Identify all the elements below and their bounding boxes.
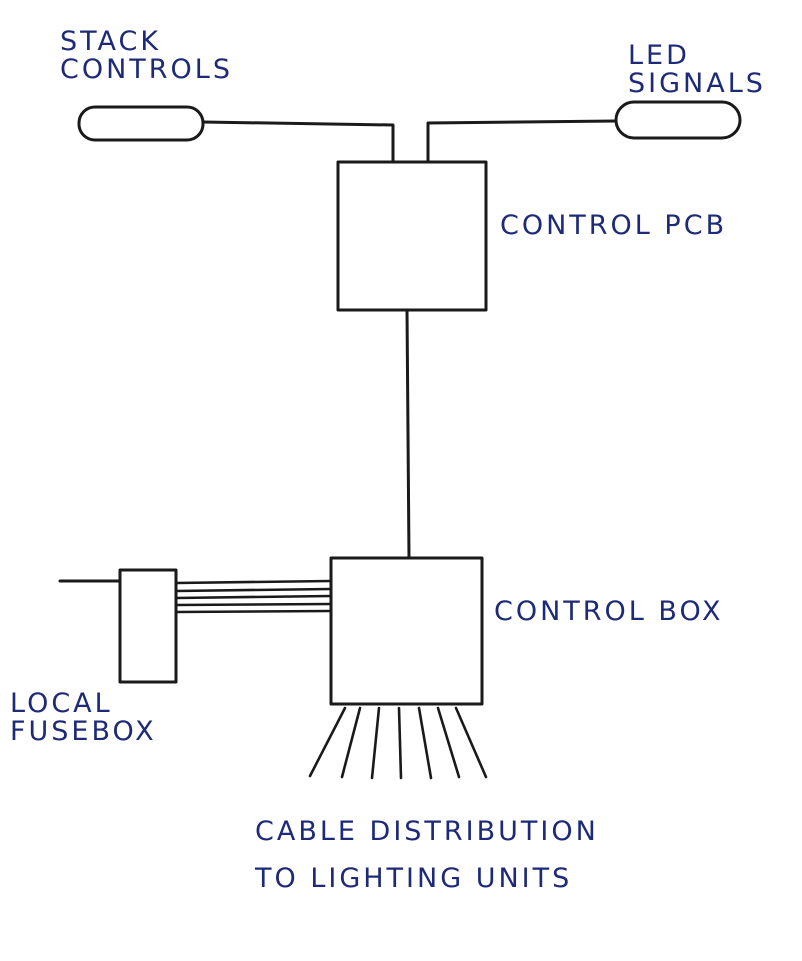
- distribution-cables: [308, 706, 488, 780]
- control-pcb-node: [336, 160, 488, 312]
- local-fusebox-label: LOCAL FUSEBOX: [10, 688, 157, 748]
- stack-controls-label: STACK CONTROLS: [60, 26, 233, 86]
- local-fusebox-label-line2: FUSEBOX: [10, 716, 157, 748]
- cable-distribution-label-line2: TO LIGHTING UNITS: [255, 863, 573, 895]
- fusebox-link-cables: [174, 579, 333, 614]
- led-signals-node: [614, 100, 742, 140]
- control-box-label: CONTROL BOX: [494, 596, 724, 627]
- control-pcb-label: CONTROL PCB: [500, 210, 728, 241]
- stack-controls-node: [77, 105, 205, 142]
- local-fusebox-label-line1: LOCAL: [10, 688, 113, 719]
- stack-controls-label-line1: STACK: [60, 26, 162, 57]
- pcb-to-box-wire: [405, 308, 411, 560]
- led-signals-label-line1: LED: [628, 40, 690, 71]
- control-box-node: [329, 556, 484, 706]
- led-signals-wire: [426, 119, 618, 164]
- stack-controls-wire: [201, 120, 395, 164]
- local-fusebox-node: [118, 568, 178, 684]
- led-signals-label-line2: SIGNALS: [628, 68, 766, 100]
- cable-distribution-label: CABLE DISTRIBUTION TO LIGHTING UNITS: [255, 808, 599, 903]
- cable-distribution-label-line1: CABLE DISTRIBUTION: [255, 816, 599, 847]
- led-signals-label: LED SIGNALS: [628, 40, 766, 100]
- stack-controls-label-line2: CONTROLS: [60, 54, 233, 86]
